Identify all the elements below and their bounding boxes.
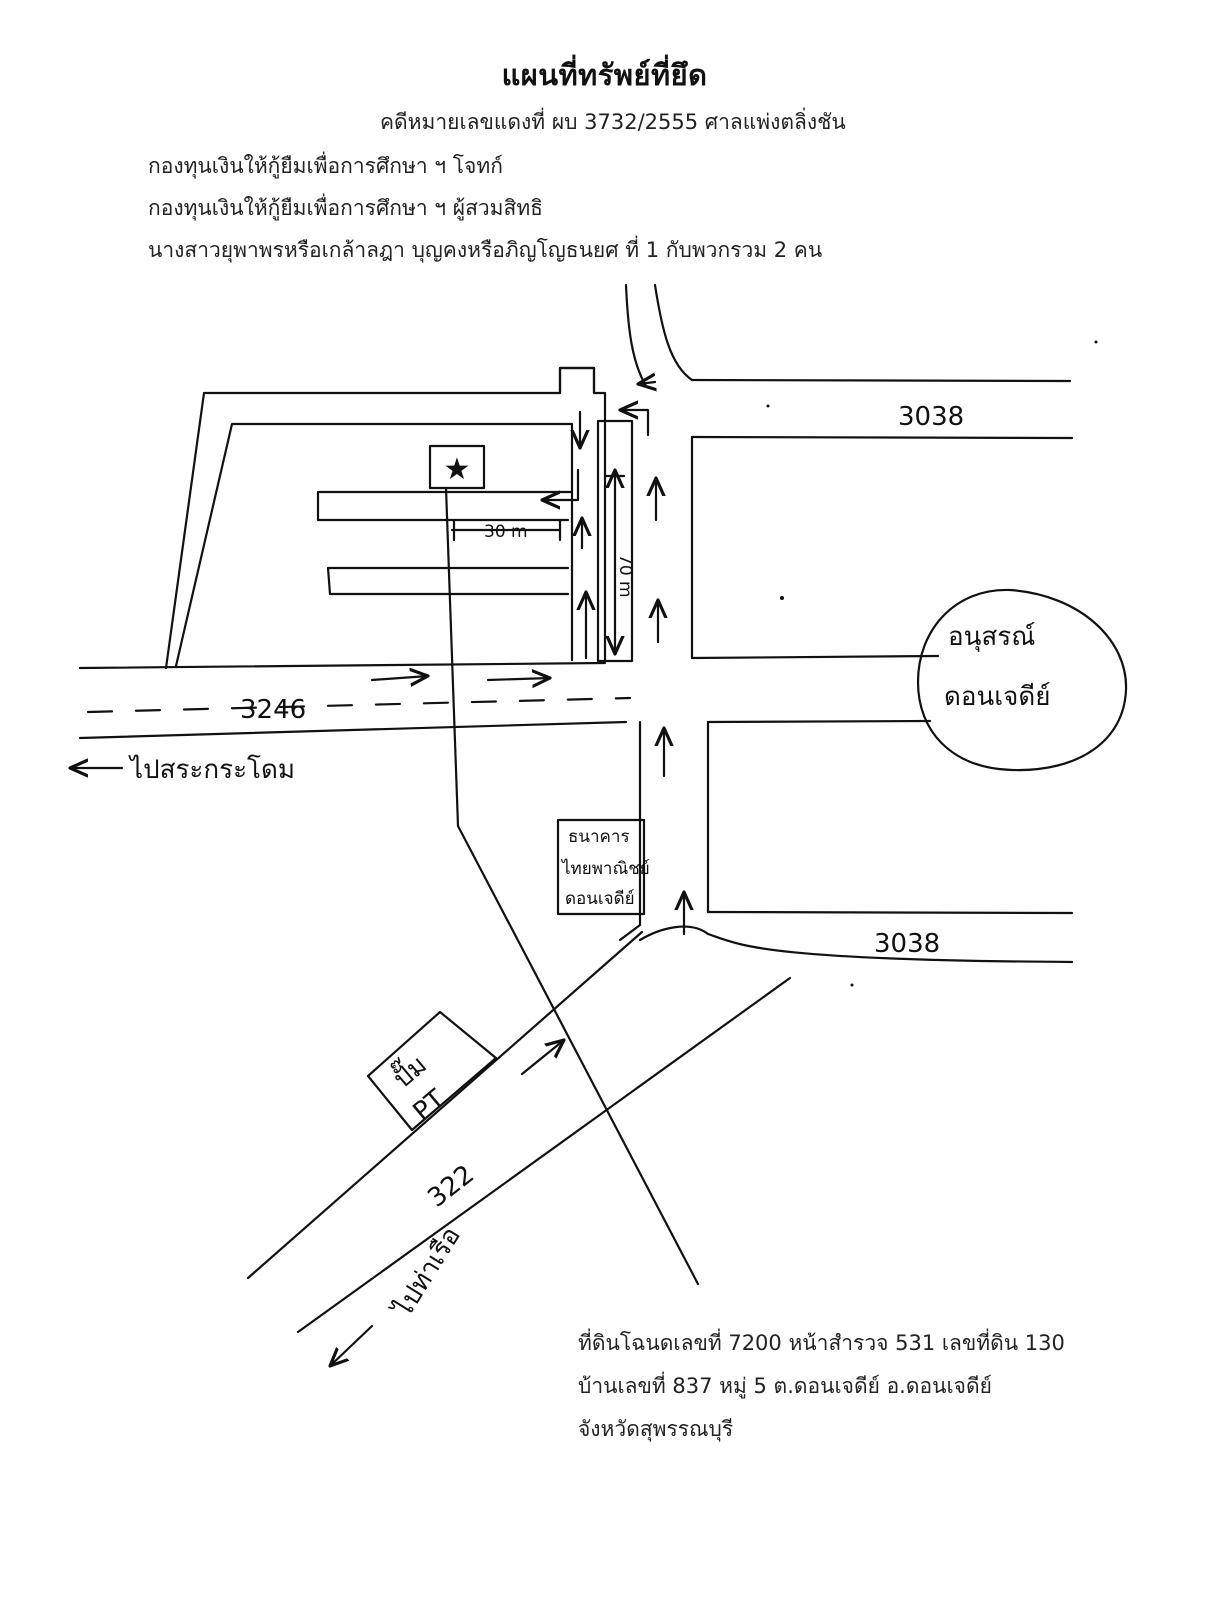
defendant-line: นางสาวยุพาพรหรือเกล้าลฎา บุญคงหรือภิญโญธ…: [148, 238, 823, 262]
road-322-upper-edge-tie: [638, 925, 710, 942]
road-3246-lower-edge-right: [706, 719, 932, 724]
direction-sakrakrakhom-label: ไปสระกระโดม: [128, 754, 295, 785]
distance-70m-label: 70 m: [615, 554, 635, 598]
road-3038-top-upper-edge: [690, 378, 1072, 383]
pointer-line: [444, 486, 700, 1286]
property-deed-line: ที่ดินโฉนดเลขที่ 7200 หน้าสำรวจ 531 เลขท…: [578, 1331, 1065, 1355]
page-title: แผนที่ทรัพย์ที่ยึด: [501, 58, 708, 92]
speck: [766, 404, 770, 408]
road-322-upper-edge: [246, 930, 644, 1280]
bank-box: [556, 818, 646, 916]
pt-station-box: [366, 1010, 498, 1132]
arrow-322-ne: [520, 1040, 564, 1076]
arrow-gate-exit: [620, 410, 650, 437]
road-3038-top-lower-edge: [690, 435, 1074, 440]
road-3246-label: 3246: [240, 695, 306, 725]
road-3246-lower-edge: [78, 720, 628, 740]
compound-outer-edge: [164, 366, 607, 670]
main-road-left-edge-lower: [618, 720, 642, 942]
plaintiff-line: กองทุนเงินให้กู้ยืมเพื่อการศึกษา ฯ โจทก์: [148, 154, 503, 178]
monument-circle: [916, 588, 1128, 772]
property-province-line: จังหวัดสุพรรณบุรี: [578, 1417, 734, 1441]
distance-30m-bracket: [450, 519, 562, 542]
speck: [1094, 340, 1098, 344]
pt-label-line2: PT: [408, 1084, 452, 1127]
arrow-3246-east-2: [486, 678, 550, 680]
road-3038-top-label: 3038: [898, 402, 964, 432]
bank-label-line2: ไทยพาณิชย์: [560, 858, 650, 879]
property-address-line: บ้านเลขที่ 837 หมู่ 5 ต.ดอนเจดีย์ อ.ดอนเ…: [578, 1374, 992, 1398]
bank-label-line1: ธนาคาร: [568, 827, 630, 847]
gate-booth: [558, 366, 596, 395]
north-road-right-edge: [653, 283, 694, 382]
subrogee-line: กองทุนเงินให้กู้ยืมเพื่อการศึกษา ฯ ผู้สว…: [148, 196, 544, 220]
compound-inner-edge: [174, 422, 574, 668]
property-marker-box: [428, 444, 486, 490]
arrow-building-turn: [542, 468, 580, 500]
arrow-gate-turn: [638, 382, 655, 384]
arrow-to-tharuea: [330, 1324, 374, 1366]
north-road-left-edge: [624, 283, 648, 388]
road-3246-upper-edge: [78, 661, 607, 670]
road-3246-center-dashes: [86, 696, 632, 714]
arrow-3246-east-1: [370, 676, 428, 680]
road-3038-bottom-label: 3038: [874, 929, 940, 959]
case-number-line: คดีหมายเลขแดงที่ ผบ 3732/2555 ศาลแพ่งตลิ…: [380, 110, 846, 134]
monument-label-line2: ดอนเจดีย์: [944, 682, 1051, 712]
road-3246-upper-edge-right: [690, 654, 940, 660]
bank-label-line3: ดอนเจดีย์: [565, 889, 635, 909]
road-322-label: 322: [422, 1159, 480, 1213]
road-3038-bottom-lower-edge: [706, 932, 1074, 964]
property-star-icon: ★: [444, 452, 471, 487]
speck: [850, 983, 854, 987]
road-3038-bottom-upper-edge: [706, 910, 1074, 915]
direction-tharuea-label: ไปท่าเรือ: [387, 1221, 467, 1324]
monument-label-line1: อนุสรณ์: [948, 622, 1035, 652]
building-strip-upper: [316, 490, 574, 522]
road-322-lower-edge: [296, 976, 792, 1334]
distance-30m-label: 30 m: [484, 522, 528, 542]
speck: [780, 596, 784, 600]
